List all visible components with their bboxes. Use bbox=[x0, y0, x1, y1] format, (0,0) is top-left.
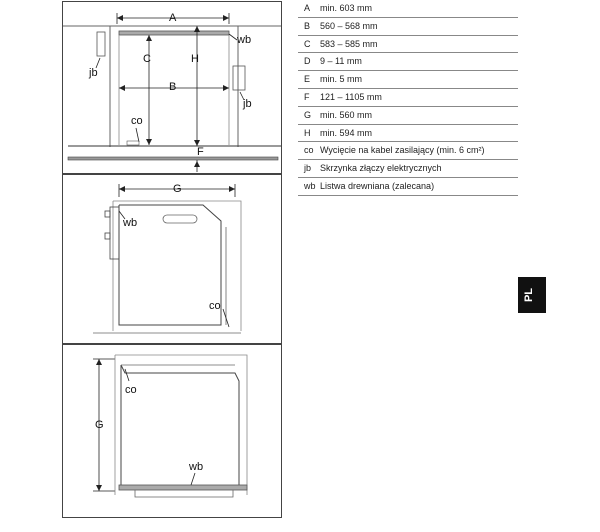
top-view-diagram: G co wb bbox=[62, 344, 282, 518]
side-view-diagram: G wb co bbox=[62, 174, 282, 344]
label-wb: wb bbox=[237, 34, 252, 46]
label-jb-right: jb bbox=[243, 98, 252, 110]
dim-label-f: F bbox=[197, 146, 204, 158]
label-co: co bbox=[131, 115, 143, 127]
top-view-drawing bbox=[93, 354, 248, 498]
dim-label-h: H bbox=[191, 53, 199, 65]
dim-label-b: B bbox=[169, 81, 177, 93]
dim-label-a: A bbox=[169, 12, 177, 24]
front-view-drawing bbox=[63, 13, 281, 172]
label-co: co bbox=[209, 300, 221, 312]
label-co: co bbox=[125, 384, 137, 396]
label-wb: wb bbox=[123, 217, 138, 229]
language-tab: PL bbox=[518, 277, 546, 313]
label-jb-left: jb bbox=[89, 67, 98, 79]
dim-label-g: G bbox=[95, 419, 104, 431]
side-view-drawing bbox=[93, 184, 242, 334]
dim-label-c: C bbox=[143, 53, 151, 65]
label-wb: wb bbox=[189, 461, 204, 473]
front-view-diagram: A B C H F wb jb jb co bbox=[62, 1, 282, 174]
dim-label-g: G bbox=[173, 183, 182, 195]
